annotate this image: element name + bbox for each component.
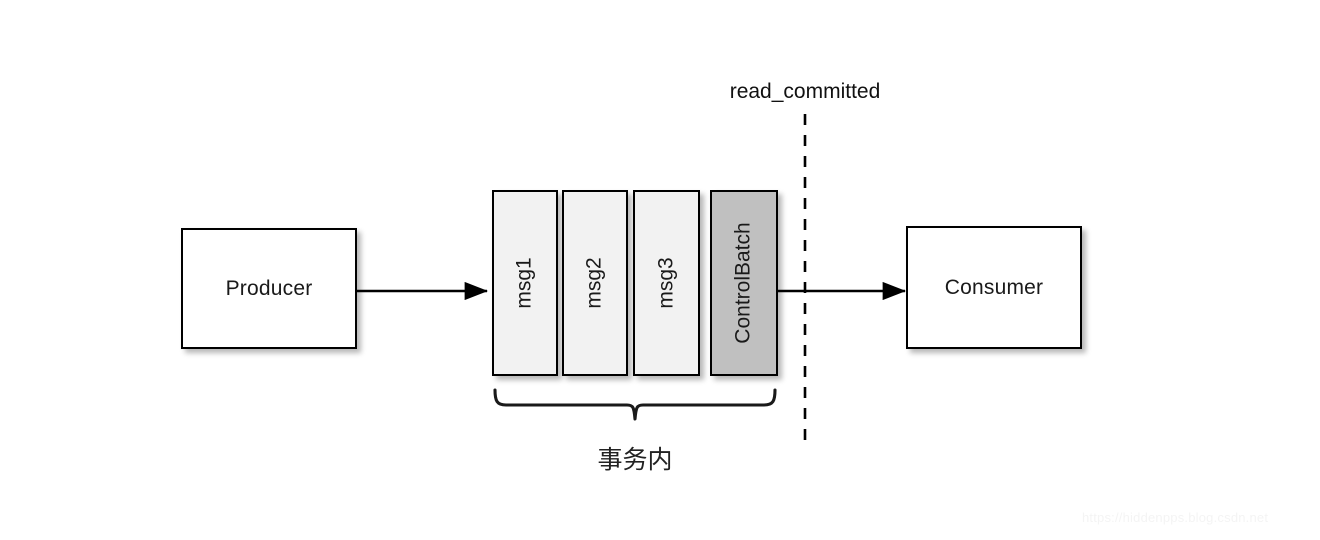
message-cell-msg2[interactable]: msg2 bbox=[562, 190, 628, 376]
producer-label: Producer bbox=[225, 276, 313, 300]
message-cell-msg1[interactable]: msg1 bbox=[492, 190, 558, 376]
read-committed-label: read_committed bbox=[729, 80, 881, 103]
message-cell-msg3[interactable]: msg3 bbox=[633, 190, 700, 376]
control-batch-label: ControlBatch bbox=[732, 222, 755, 344]
message-cell-label: msg1 bbox=[512, 257, 536, 309]
message-cell-controlbatch[interactable]: ControlBatch bbox=[710, 190, 778, 376]
transaction-scope-caption: 事务内 bbox=[597, 445, 673, 474]
producer-node[interactable]: Producer bbox=[181, 228, 357, 349]
watermark-text: https://hiddenpps.blog.csdn.net bbox=[1082, 510, 1269, 525]
consumer-label: Consumer bbox=[944, 275, 1044, 299]
message-cell-label: msg2 bbox=[582, 257, 606, 309]
transaction-brace bbox=[493, 388, 777, 421]
message-cell-label: msg3 bbox=[654, 257, 678, 309]
consumer-node[interactable]: Consumer bbox=[906, 226, 1082, 349]
